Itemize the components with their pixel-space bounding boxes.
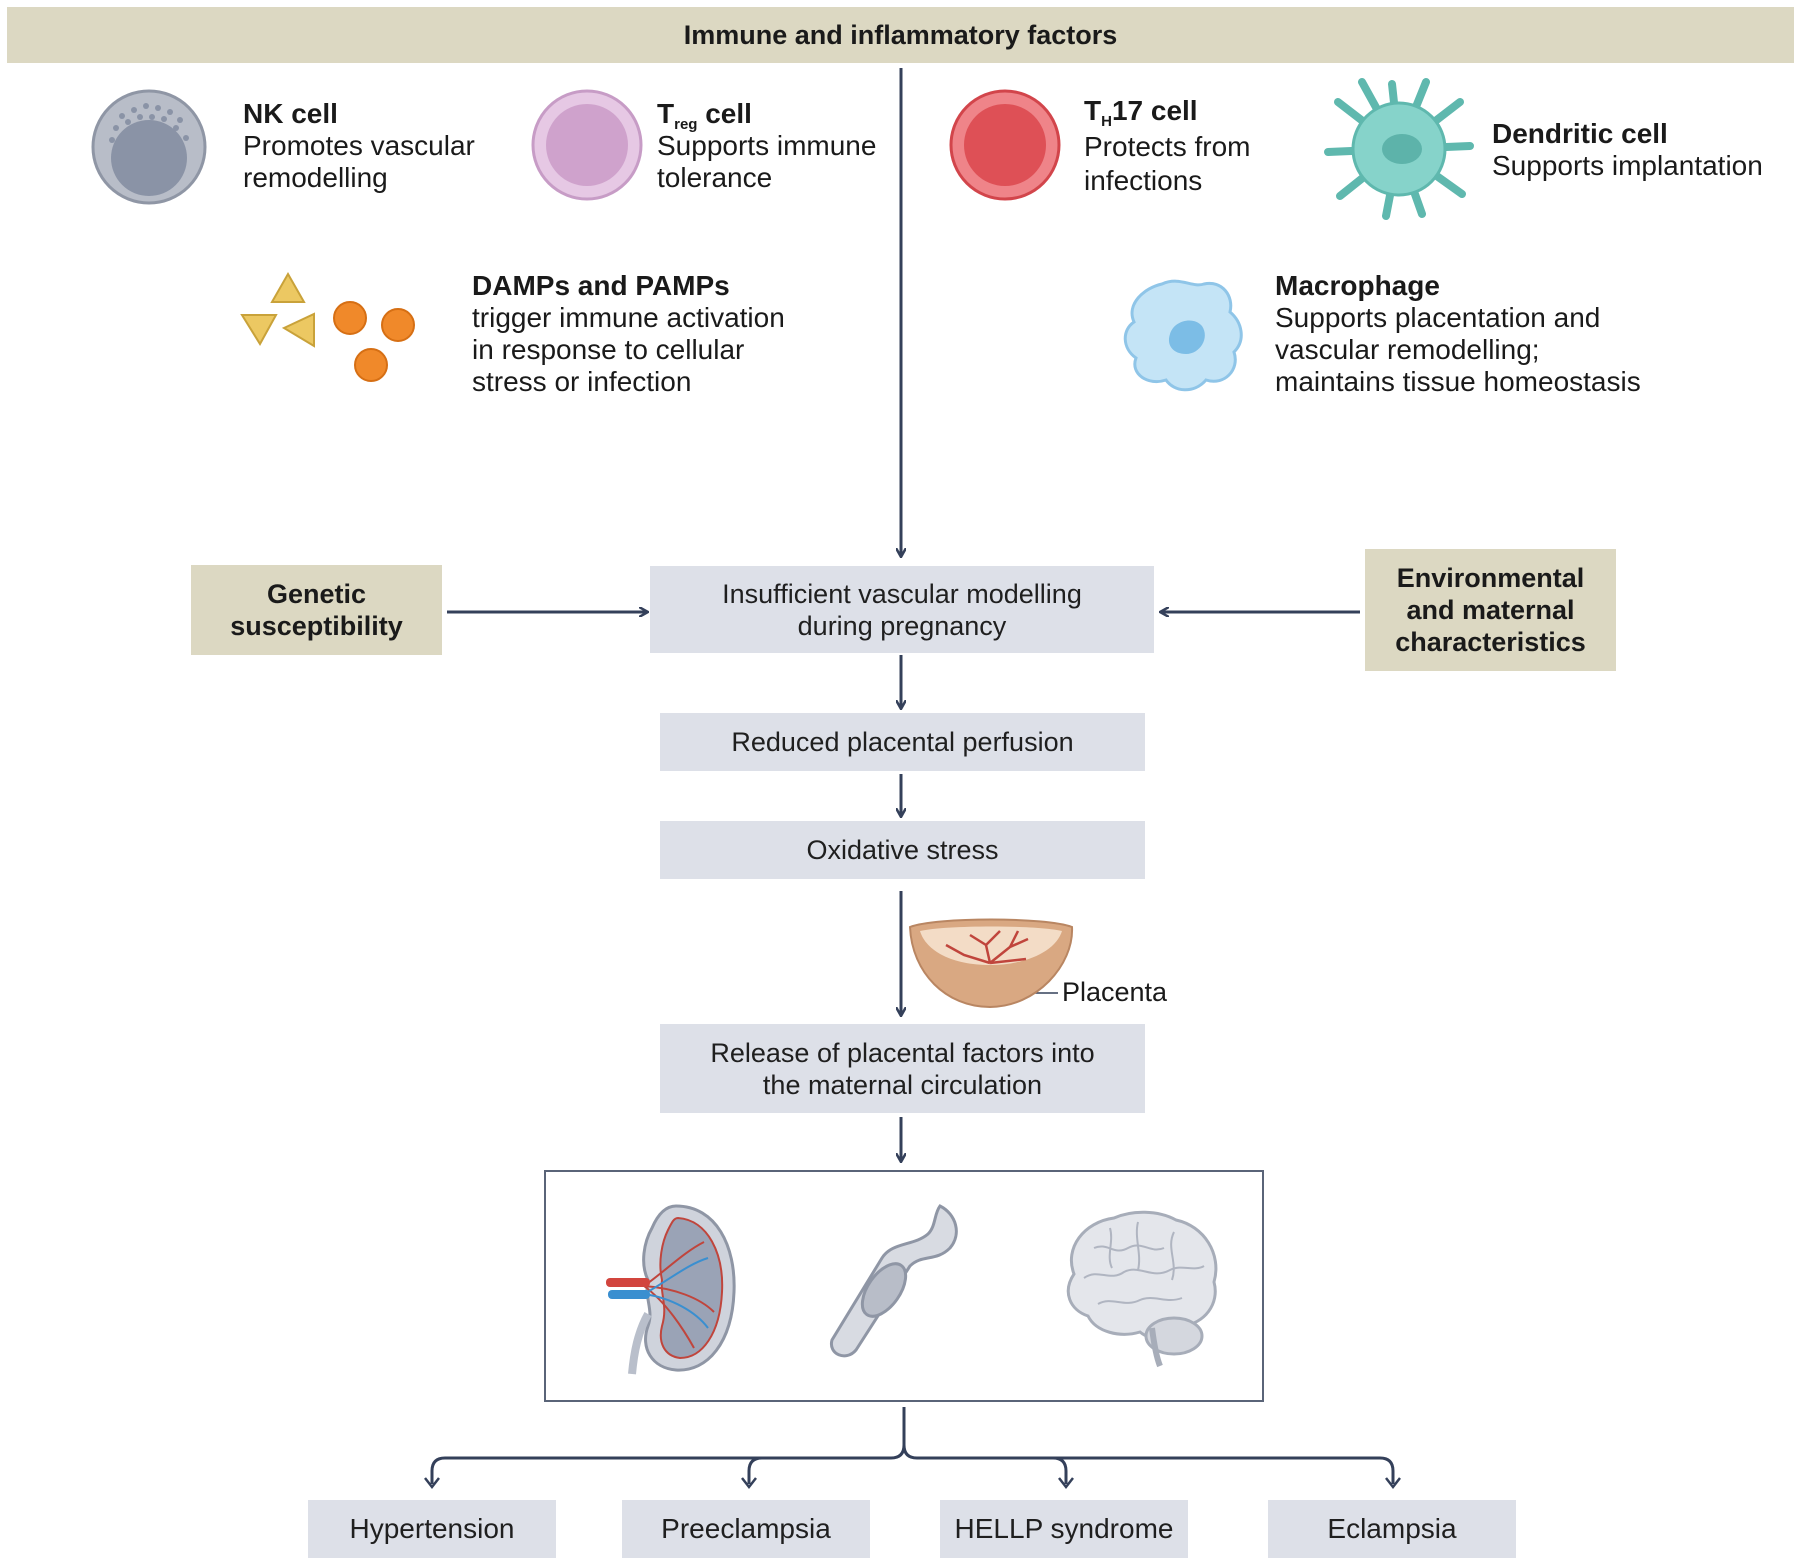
oxidative-stress-box: Oxidative stress — [660, 821, 1145, 879]
macrophage-description: Supports placentation and vascular remod… — [1275, 302, 1641, 397]
branch-connector — [430, 1407, 1395, 1484]
brain-icon — [1066, 1210, 1218, 1368]
damps-pamps-title: DAMPs and PAMPs — [472, 270, 730, 301]
environmental-maternal-box: Environmental and maternal characteristi… — [1365, 549, 1616, 671]
outcome-hypertension: Hypertension — [308, 1500, 556, 1558]
th17-cell-description: Protects from infections — [1084, 131, 1251, 196]
nk-cell-description: Promotes vascular remodelling — [243, 130, 475, 193]
th17-cell-title: TH17 cell — [1084, 95, 1198, 130]
treg-cell-description: Supports immune tolerance — [657, 130, 877, 193]
dendritic-cell-title: Dendritic cell — [1492, 118, 1668, 149]
header-title: Immune and inflammatory factors — [7, 7, 1794, 63]
macrophage-title: Macrophage — [1275, 270, 1440, 301]
release-placental-factors-box: Release of placental factors into the ma… — [660, 1024, 1145, 1113]
outcome-hellp-syndrome: HELLP syndrome — [940, 1500, 1188, 1558]
dendritic-cell-description: Supports implantation — [1492, 150, 1763, 181]
placenta-label: Placenta — [1062, 977, 1168, 1007]
blood-vessel-icon — [829, 1204, 958, 1358]
reduced-placental-perfusion-box: Reduced placental perfusion — [660, 713, 1145, 771]
damps-pamps-icon — [240, 271, 415, 382]
th17-cell-icon — [949, 89, 1061, 201]
outcome-eclampsia: Eclampsia — [1268, 1500, 1516, 1558]
genetic-susceptibility-box: Genetic susceptibility — [191, 565, 442, 655]
macrophage-icon — [1123, 279, 1243, 392]
outcome-preeclampsia: Preeclampsia — [622, 1500, 870, 1558]
kidney-icon — [606, 1204, 736, 1375]
treg-cell-icon — [531, 89, 643, 201]
dendritic-cell-icon — [1324, 78, 1474, 220]
insufficient-vascular-modelling-box: Insufficient vascular modelling during p… — [650, 566, 1154, 653]
damps-pamps-description: trigger immune activation in response to… — [472, 302, 785, 397]
nk-cell-icon — [91, 89, 207, 205]
placenta-icon — [908, 918, 1074, 1009]
treg-cell-title: Treg cell — [657, 98, 752, 133]
nk-cell-title: NK cell — [243, 98, 338, 129]
